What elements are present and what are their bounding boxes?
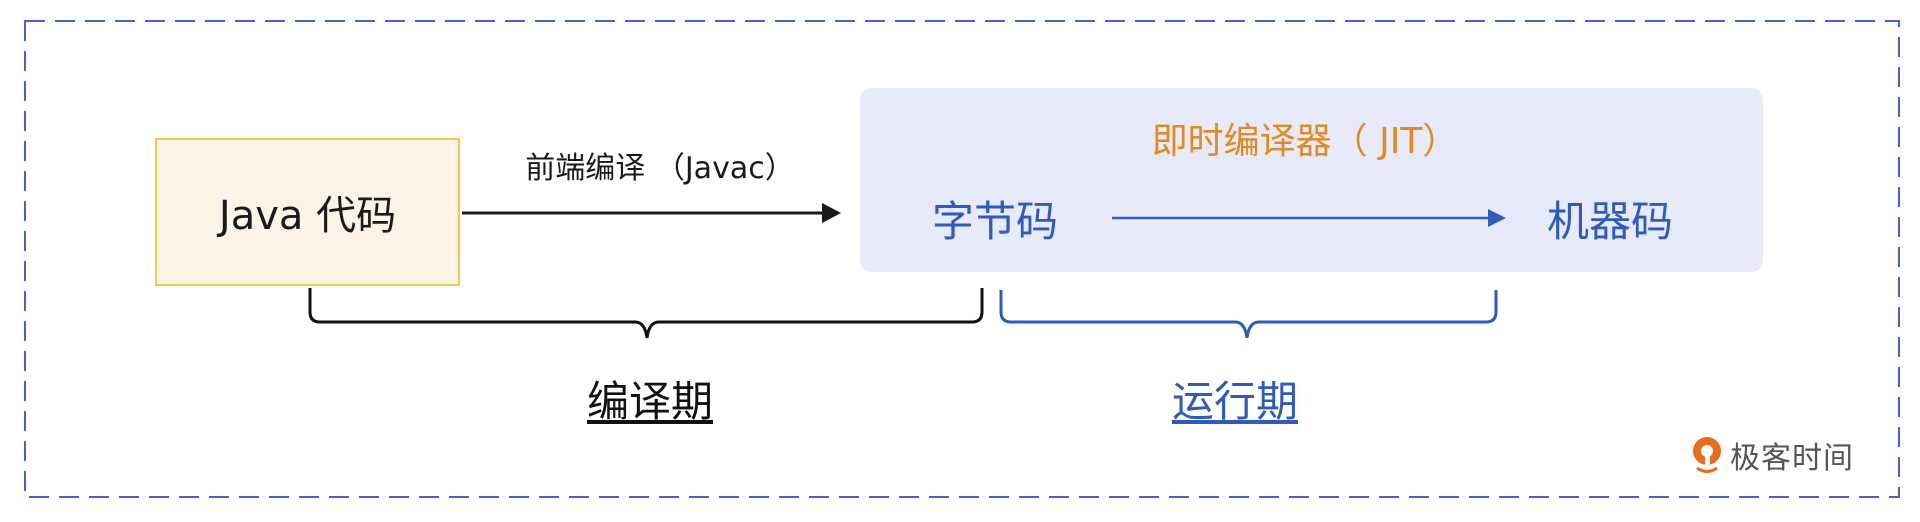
jit-group-box [860, 88, 1763, 272]
brand-logo-text: 极客时间 [1730, 441, 1854, 476]
jit-arrowhead [1488, 209, 1506, 227]
java-source-box: Java 代码 [155, 138, 460, 286]
frontend-compile-arrowhead [822, 203, 841, 223]
runtime-phase-bracket [999, 290, 1498, 339]
java-source-label: Java 代码 [218, 193, 397, 239]
machine-code-label: 机器码 [1546, 197, 1673, 246]
jit-title: 即时编译器（ JIT） [1151, 121, 1459, 162]
brand-logo: 极客时间 [1690, 433, 1854, 477]
geektime-logo-icon [1693, 437, 1721, 473]
frontend-compile-label: 前端编译 （Javac） [525, 151, 795, 186]
compile-phase-label: 编译期 [586, 377, 713, 426]
runtime-phase-label: 运行期 [1171, 377, 1298, 426]
bytecode-label: 字节码 [931, 197, 1058, 246]
compile-phase-bracket [308, 288, 984, 339]
dashed-frame [24, 20, 1900, 498]
